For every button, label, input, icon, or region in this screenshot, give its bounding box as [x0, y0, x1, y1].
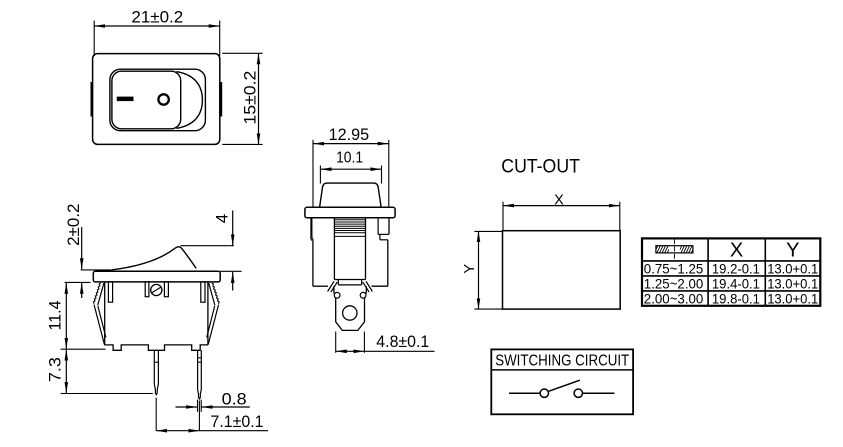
svg-text:19.2-0.1: 19.2-0.1 [712, 260, 760, 276]
svg-text:11.4: 11.4 [46, 301, 65, 331]
svg-text:13.0+0.1: 13.0+0.1 [767, 260, 818, 276]
svg-text:7.1±0.1: 7.1±0.1 [211, 412, 264, 431]
svg-text:2±0.2: 2±0.2 [64, 203, 83, 245]
svg-text:X: X [730, 239, 743, 261]
svg-text:CUT-OUT: CUT-OUT [501, 155, 580, 177]
svg-text:1.25~2.00: 1.25~2.00 [644, 275, 704, 291]
svg-text:0.8: 0.8 [222, 390, 247, 409]
svg-text:0.75~1.25: 0.75~1.25 [644, 260, 704, 276]
svg-text:Y: Y [462, 264, 478, 274]
svg-text:19.4-0.1: 19.4-0.1 [712, 275, 760, 291]
svg-text:X: X [554, 192, 564, 208]
svg-text:13.0+0.1: 13.0+0.1 [767, 275, 818, 291]
svg-text:2.00~3.00: 2.00~3.00 [644, 290, 704, 306]
svg-text:4.8±0.1: 4.8±0.1 [376, 332, 429, 351]
svg-text:19.8-0.1: 19.8-0.1 [712, 290, 760, 306]
svg-text:13.0+0.1: 13.0+0.1 [767, 290, 818, 306]
svg-text:Y: Y [786, 239, 799, 261]
svg-text:4: 4 [212, 214, 231, 223]
svg-text:SWITCHING CIRCUIT: SWITCHING CIRCUIT [495, 352, 629, 369]
svg-text:7.3: 7.3 [46, 357, 65, 382]
svg-text:21±0.2: 21±0.2 [131, 8, 183, 27]
svg-text:10.1: 10.1 [336, 150, 363, 167]
svg-text:15±0.2: 15±0.2 [241, 71, 260, 125]
svg-text:12.95: 12.95 [329, 126, 370, 144]
